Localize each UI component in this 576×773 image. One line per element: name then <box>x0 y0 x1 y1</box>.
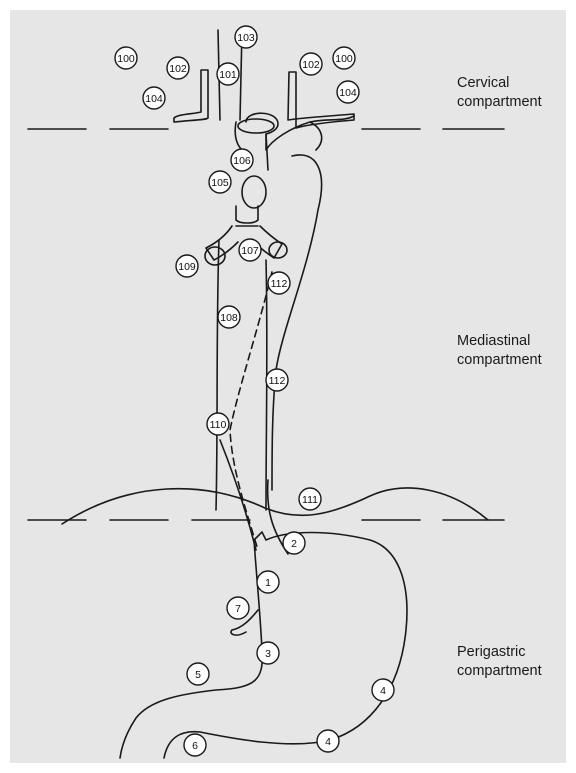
station-marker-label: 1 <box>265 577 271 589</box>
station-marker-label: 100 <box>117 53 135 65</box>
station-marker-106: 106 <box>231 149 253 171</box>
station-marker-101: 101 <box>217 63 239 85</box>
compartment-label-line: Perigastric <box>457 643 542 662</box>
diaphragm-curve <box>62 488 488 524</box>
aorta-outline <box>246 113 354 490</box>
station-marker-112: 112 <box>268 272 290 294</box>
station-marker-label: 101 <box>219 69 237 81</box>
station-marker-label: 112 <box>269 375 286 387</box>
station-marker-4: 4 <box>372 679 394 701</box>
station-marker-label: 102 <box>169 63 187 75</box>
station-marker-102: 102 <box>300 53 322 75</box>
station-marker-107: 107 <box>239 239 261 261</box>
station-marker-6: 6 <box>184 734 206 756</box>
station-marker-label: 104 <box>145 93 163 105</box>
station-marker-111: 111 <box>299 488 321 510</box>
station-marker-112: 112 <box>266 369 288 391</box>
station-marker-7: 7 <box>227 597 249 619</box>
station-marker-109: 109 <box>176 255 198 277</box>
station-marker-4: 4 <box>317 730 339 752</box>
station-marker-2: 2 <box>283 532 305 554</box>
station-marker-label: 112 <box>271 278 288 290</box>
compartment-label-line: compartment <box>457 93 542 112</box>
station-marker-label: 100 <box>335 53 353 65</box>
station-marker-label: 108 <box>220 312 238 324</box>
station-marker-label: 103 <box>237 32 255 44</box>
station-marker-label: 4 <box>325 736 331 748</box>
station-marker-102: 102 <box>167 57 189 79</box>
station-marker-104: 104 <box>337 81 359 103</box>
station-marker-103: 103 <box>235 26 257 48</box>
station-marker-label: 111 <box>302 494 318 506</box>
station-marker-label: 3 <box>265 648 271 660</box>
compartment-label-line: Cervical <box>457 74 542 93</box>
station-marker-label: 105 <box>211 177 229 189</box>
station-marker-100: 100 <box>333 47 355 69</box>
figure-panel: 100 100 103 102 102 101 104 104 106 105 107 109 112 1… <box>10 10 566 763</box>
station-marker-3: 3 <box>257 642 279 664</box>
carina-segment <box>236 206 258 226</box>
compartment-label-line: Mediastinal <box>457 332 542 351</box>
station-marker-100: 100 <box>115 47 137 69</box>
station-marker-105: 105 <box>209 171 231 193</box>
station-marker-label: 102 <box>302 59 320 71</box>
cervical-compartment-label: Cervical compartment <box>457 74 542 112</box>
station-marker-label: 107 <box>241 245 259 257</box>
station-marker-label: 6 <box>192 740 198 752</box>
station-marker-label: 109 <box>178 261 196 273</box>
aortic-arch-lumen <box>242 176 266 208</box>
station-marker-label: 4 <box>380 685 386 697</box>
station-marker-110: 110 <box>207 413 229 435</box>
station-markers: 100 100 103 102 102 101 104 104 106 105 107 109 112 1… <box>115 26 394 756</box>
station-marker-5: 5 <box>187 663 209 685</box>
compartment-label-line: compartment <box>457 351 542 370</box>
esophagus-outline <box>216 240 267 510</box>
upper-vessel-lumen <box>238 119 274 133</box>
left-bronchus <box>206 226 238 260</box>
station-marker-1: 1 <box>257 571 279 593</box>
station-marker-label: 110 <box>210 419 227 431</box>
perigastric-compartment-label: Perigastric compartment <box>457 643 542 681</box>
station-marker-label: 106 <box>233 155 251 167</box>
station-marker-108: 108 <box>218 306 240 328</box>
compartment-label-line: compartment <box>457 662 542 681</box>
lower-esophagus <box>220 440 288 554</box>
station-marker-label: 5 <box>195 669 201 681</box>
station-marker-label: 7 <box>235 603 241 615</box>
station-marker-104: 104 <box>143 87 165 109</box>
station-marker-label: 104 <box>339 87 357 99</box>
mediastinal-compartment-label: Mediastinal compartment <box>457 332 542 370</box>
station-marker-label: 2 <box>291 538 297 550</box>
